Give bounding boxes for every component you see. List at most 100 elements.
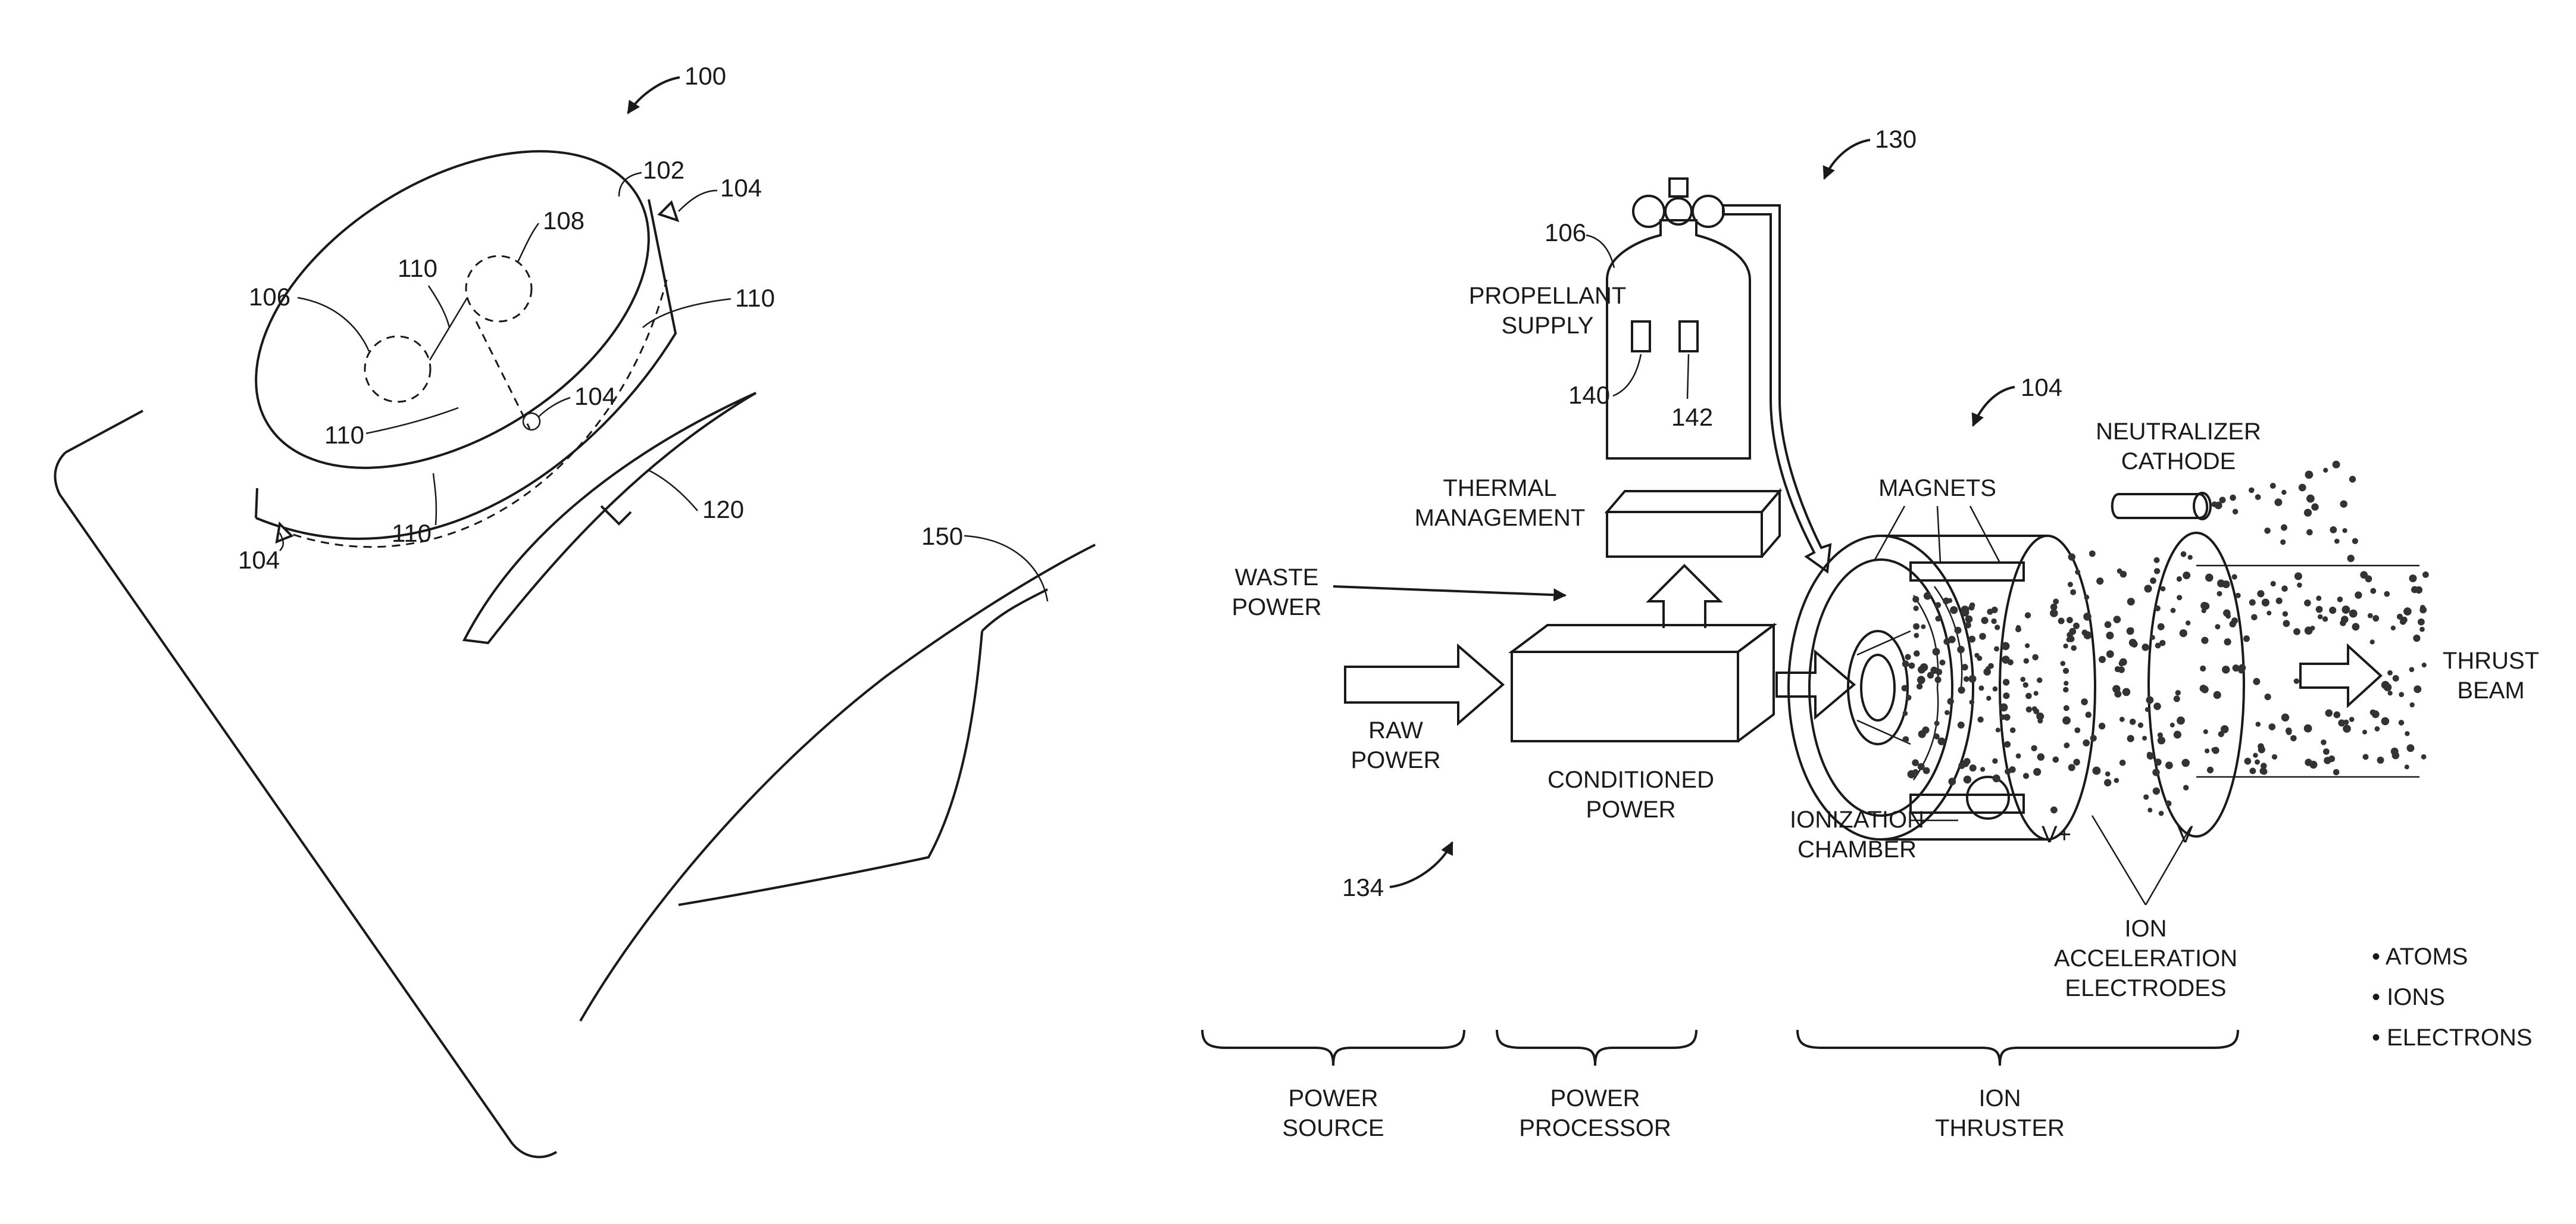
particle-dot [2422, 572, 2429, 578]
particle-dot [2171, 608, 2176, 613]
particle-field [1902, 461, 2429, 816]
particle-dot [2338, 719, 2345, 726]
legend-electrons: • ELECTRONS [2372, 1025, 2533, 1051]
particle-dot [2293, 628, 2300, 635]
particle-dot [2276, 598, 2283, 604]
leader-104-b [539, 398, 570, 417]
particle-dot [1969, 675, 1977, 683]
legend-ions: • IONS [2372, 984, 2445, 1010]
particle-dot [2343, 725, 2351, 733]
particle-dot [1980, 767, 1985, 772]
particle-dot [1969, 764, 1977, 772]
particle-dot [1920, 663, 1928, 672]
particle-dot [2310, 626, 2315, 630]
particle-dot [2253, 678, 2260, 685]
label-magnets: MAGNETS [1878, 475, 1996, 501]
particle-dot [1974, 653, 1979, 658]
label-neutralizer-1: NEUTRALIZER [2096, 419, 2261, 445]
particle-dot [2274, 498, 2282, 506]
particle-dot [2413, 635, 2420, 642]
particle-dot [2212, 501, 2218, 507]
particle-dot [2306, 495, 2315, 503]
particle-dot [2219, 497, 2226, 503]
particle-dot [1957, 646, 1965, 654]
leader-134 [1390, 842, 1452, 887]
particle-dot [2084, 595, 2089, 600]
particle-dot [2025, 612, 2031, 618]
particle-dot [2325, 710, 2333, 717]
particle-dot [2119, 760, 2126, 766]
particle-dot [2222, 666, 2230, 673]
leader-110-b [429, 286, 449, 327]
particle-dot [2249, 599, 2256, 606]
particle-dot [2063, 687, 2068, 692]
accel-grid [2149, 533, 2244, 836]
particle-dot [2032, 706, 2037, 711]
particle-dot [2201, 686, 2209, 694]
particle-dot [2002, 642, 2010, 650]
particle-dot [2058, 618, 2065, 625]
particle-dot [2010, 727, 2016, 733]
particle-dot [2073, 759, 2080, 766]
particle-dot [2244, 758, 2252, 765]
propellant-feed-line [1723, 205, 1830, 572]
ref-110-c: 110 [324, 421, 364, 449]
particle-dot [2155, 758, 2162, 766]
arrow-to-thermal [1649, 566, 1720, 628]
ref-142: 142 [1671, 403, 1713, 431]
particle-dot [2069, 628, 2076, 635]
particle-dot [2203, 729, 2208, 734]
particle-dot [2104, 779, 2111, 786]
thermal-management-box [1607, 491, 1780, 557]
particle-dot [2388, 691, 2393, 695]
particle-dot [2281, 490, 2286, 495]
particle-dot [2074, 727, 2080, 733]
particle-dot [2316, 606, 2323, 613]
ref-110-a: 110 [735, 284, 775, 312]
particle-dot [2281, 714, 2289, 722]
particle-dot [1921, 625, 1925, 629]
leader-106 [298, 298, 369, 351]
particle-dot [1917, 683, 1922, 689]
particle-dot [1909, 663, 1915, 669]
particle-dot [2053, 757, 2059, 763]
particle-dot [1955, 627, 1962, 634]
particle-dot [2174, 695, 2180, 702]
particle-dot [1962, 664, 1968, 670]
particle-dot [2003, 692, 2009, 699]
particle-dot [2026, 707, 2032, 713]
leader-142 [1687, 354, 1689, 399]
component-106 [365, 336, 430, 402]
particle-dot [2334, 711, 2341, 719]
particle-dot [2075, 570, 2080, 575]
label-propellant-2: SUPPLY [1502, 313, 1594, 339]
particle-dot [1968, 604, 1974, 610]
particle-dot [2304, 725, 2312, 733]
particle-dot [2230, 495, 2236, 501]
label-raw-1: RAW [1368, 717, 1423, 744]
particle-dot [2215, 624, 2220, 629]
particle-dot [1934, 721, 1940, 726]
particle-dot [2130, 719, 2136, 725]
particle-dot [2050, 609, 2058, 617]
particle-dot [2362, 730, 2367, 735]
particle-dot [1914, 650, 1920, 657]
particle-dot [1968, 636, 1975, 643]
section-power-source-1: POWER [1288, 1085, 1378, 1111]
particle-dot [2064, 705, 2069, 711]
particle-dot [2122, 688, 2131, 697]
leader-140 [1613, 354, 1641, 396]
ref-110-d: 110 [392, 519, 432, 547]
particle-dot [2266, 611, 2271, 616]
particle-dot [2387, 670, 2393, 676]
particle-dot [2114, 691, 2121, 698]
particle-dot [2154, 557, 2160, 563]
particle-dot [2342, 605, 2350, 614]
particle-dot [2147, 808, 2152, 813]
thrust-arrow [2300, 646, 2381, 705]
particle-dot [2061, 661, 2066, 666]
particle-dot [2183, 785, 2189, 790]
particle-dot [2258, 746, 2265, 753]
particle-dot [2405, 731, 2409, 736]
particle-dot [2392, 752, 2400, 760]
